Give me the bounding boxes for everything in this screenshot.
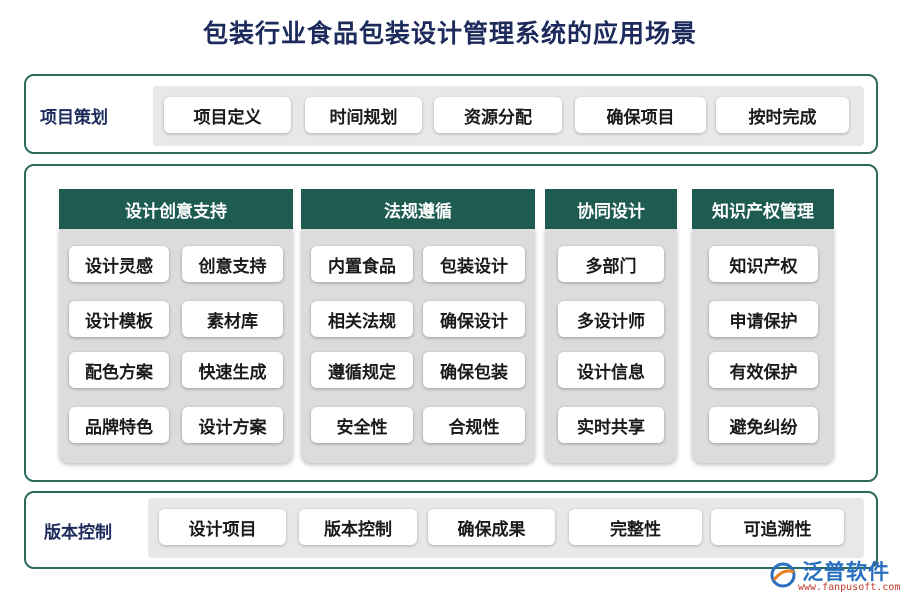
fanpusoft-logo: 泛普软件 www.fanpusoft.com bbox=[768, 556, 900, 596]
version-item: 设计项目 bbox=[159, 509, 286, 545]
planning-item: 项目定义 bbox=[164, 97, 291, 133]
compliance-item: 遵循规定 bbox=[311, 352, 413, 388]
planning-item: 时间规划 bbox=[305, 97, 422, 133]
group-header-design-creative: 设计创意支持 bbox=[59, 189, 293, 229]
design-creative-item: 品牌特色 bbox=[69, 407, 169, 443]
ip-management-item: 避免纠纷 bbox=[709, 407, 818, 443]
planning-item: 确保项目 bbox=[575, 97, 706, 133]
watermark-url: www.fanpusoft.com bbox=[798, 582, 900, 593]
design-creative-item: 创意支持 bbox=[182, 246, 283, 282]
group-header-compliance: 法规遵循 bbox=[301, 189, 535, 229]
compliance-item: 相关法规 bbox=[311, 301, 413, 337]
version-item: 确保成果 bbox=[428, 509, 555, 545]
version-item: 版本控制 bbox=[299, 509, 417, 545]
group-header-ip-management: 知识产权管理 bbox=[692, 189, 834, 229]
design-creative-item: 配色方案 bbox=[69, 352, 169, 388]
version-item: 完整性 bbox=[569, 509, 702, 545]
fanpu-logo-icon bbox=[770, 562, 796, 588]
compliance-item: 合规性 bbox=[423, 407, 525, 443]
page-title: 包装行业食品包装设计管理系统的应用场景 bbox=[202, 19, 697, 48]
collaborative-item: 多设计师 bbox=[558, 301, 664, 337]
watermark-text: 泛普软件 bbox=[802, 560, 890, 584]
design-creative-item: 素材库 bbox=[182, 301, 283, 337]
compliance-item: 安全性 bbox=[311, 407, 413, 443]
design-creative-item: 快速生成 bbox=[182, 352, 283, 388]
compliance-item: 包装设计 bbox=[423, 246, 525, 282]
ip-management-item: 有效保护 bbox=[709, 352, 818, 388]
design-creative-item: 设计模板 bbox=[69, 301, 169, 337]
project-planning-label: 项目策划 bbox=[40, 108, 108, 128]
collaborative-item: 实时共享 bbox=[558, 407, 664, 443]
collaborative-item: 设计信息 bbox=[558, 352, 664, 388]
design-creative-item: 设计灵感 bbox=[69, 246, 169, 282]
planning-item: 按时完成 bbox=[716, 97, 849, 133]
group-header-collaborative: 协同设计 bbox=[545, 189, 677, 229]
collaborative-item: 多部门 bbox=[558, 246, 664, 282]
compliance-item: 确保设计 bbox=[423, 301, 525, 337]
design-creative-item: 设计方案 bbox=[182, 407, 283, 443]
compliance-item: 内置食品 bbox=[311, 246, 413, 282]
compliance-item: 确保包装 bbox=[423, 352, 525, 388]
ip-management-item: 申请保护 bbox=[709, 301, 818, 337]
version-item: 可追溯性 bbox=[711, 509, 844, 545]
ip-management-item: 知识产权 bbox=[709, 246, 818, 282]
version-control-label: 版本控制 bbox=[44, 523, 112, 543]
planning-item: 资源分配 bbox=[434, 97, 562, 133]
